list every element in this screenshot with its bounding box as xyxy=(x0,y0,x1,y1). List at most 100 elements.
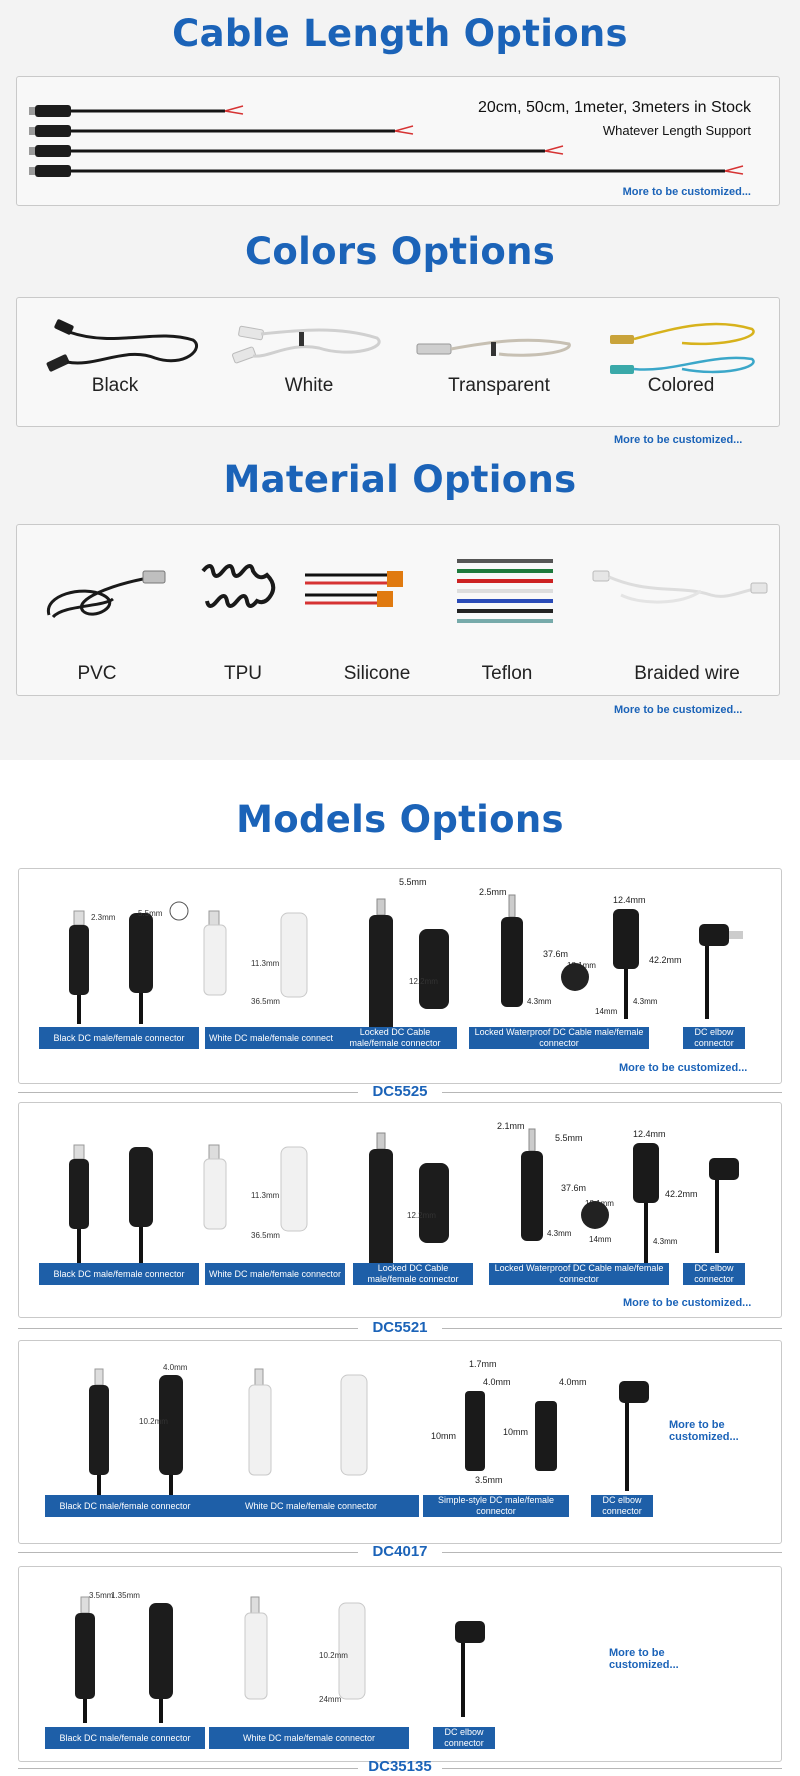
dc5521-more-link[interactable]: More to be customized... xyxy=(623,1297,752,1309)
dim-label: 2.1mm xyxy=(497,1121,525,1131)
colors-heading: Colors Options xyxy=(244,230,556,273)
divider xyxy=(442,1552,782,1553)
dc5521-connectors-icon xyxy=(69,1128,739,1269)
dim-label: 36.5mm xyxy=(251,997,280,1006)
dim-label: 18.1mm xyxy=(567,961,596,970)
tpu-spiral-cable-icon xyxy=(201,564,276,608)
dim-label: 42.2mm xyxy=(649,955,682,965)
material-label-braided: Braided wire xyxy=(634,663,740,684)
dim-label: 37.6m xyxy=(543,949,569,959)
material-label-teflon: Teflon xyxy=(481,663,533,684)
caption-locked-dc: Locked DC Cable male/female connector xyxy=(333,1027,457,1049)
dc4017-more-link[interactable]: More to be customized... xyxy=(669,1419,739,1443)
dim-label: 12.4mm xyxy=(613,895,646,905)
dim-label: 5.5mm xyxy=(138,909,163,918)
model-panel-dc35135: 3.5mm 1.35mm 10.2mm 24mm Black DC male/f… xyxy=(18,1566,782,1762)
dim-label: 36.5mm xyxy=(251,1231,280,1240)
braided-wire-icon xyxy=(592,570,768,604)
material-label-silicone: Silicone xyxy=(343,663,411,684)
dc-cable-lengths-icon xyxy=(29,105,744,177)
dc5525-more-link[interactable]: More to be customized... xyxy=(619,1062,748,1074)
dim-label: 4.3mm xyxy=(653,1237,678,1246)
color-label-black: Black xyxy=(91,375,139,396)
dc35135-more-link[interactable]: More to be customized... xyxy=(609,1647,679,1671)
model-panel-dc5521: 2.1mm 5.5mm 12.4mm 37.6m 42.2mm 18.1mm 4… xyxy=(18,1102,782,1318)
dim-label: 12.4mm xyxy=(633,1129,666,1139)
colored-wire-dc-cable-icon xyxy=(610,322,755,374)
model-name-dc5525: DC5525 xyxy=(372,1083,428,1100)
dim-label: 18.1mm xyxy=(585,1199,614,1208)
dim-label: 2.3mm xyxy=(91,913,116,922)
model-panel-dc4017: 1.7mm 4.0mm 4.0mm 10mm 10mm 3.5mm 4.0mm … xyxy=(18,1340,782,1544)
dim-label: 10.2mm xyxy=(319,1651,348,1660)
divider xyxy=(442,1092,782,1093)
divider xyxy=(18,1768,358,1769)
color-label-transparent: Transparent xyxy=(448,375,550,396)
dim-label: 4.0mm xyxy=(483,1377,511,1387)
dim-label: 14mm xyxy=(589,1235,612,1244)
material-label-pvc: PVC xyxy=(77,663,117,684)
caption-black-dc: Black DC male/female connector xyxy=(39,1263,199,1285)
caption-white-dc: White DC male/female connector xyxy=(205,1263,345,1285)
white-usb-dc-cable-icon xyxy=(232,325,381,364)
silicone-wires-icon xyxy=(305,571,403,607)
divider xyxy=(18,1552,358,1553)
dim-label: 5.5mm xyxy=(399,877,427,887)
black-usb-dc-cable-icon xyxy=(46,319,198,372)
dim-label: 4.3mm xyxy=(547,1229,572,1238)
dim-label: 1.7mm xyxy=(469,1359,497,1369)
cable-length-more-link[interactable]: More to be customized... xyxy=(622,186,751,198)
dc5525-connectors-icon xyxy=(69,894,743,1035)
dim-label: 4.3mm xyxy=(527,997,552,1006)
model-name-dc5521: DC5521 xyxy=(372,1319,428,1336)
color-label-colored: Colored xyxy=(647,375,715,396)
dim-label: 10mm xyxy=(503,1427,529,1437)
dim-label: 4.3mm xyxy=(633,997,658,1006)
caption-black-dc: Black DC male/female connector xyxy=(39,1027,199,1049)
cable-short xyxy=(29,105,244,117)
model-panel-dc5525: 2.3mm 5.5mm 11.3mm 36.5mm 5.5mm 12.2mm 2… xyxy=(18,868,782,1084)
material-label-tpu: TPU xyxy=(224,663,262,684)
caption-simple-dc: Simple-style DC male/female connector xyxy=(423,1495,569,1517)
colors-more-link[interactable]: More to be customized... xyxy=(614,434,743,446)
material-more-link[interactable]: More to be customized... xyxy=(614,704,743,716)
dim-label: 11.3mm xyxy=(251,1191,280,1200)
dim-label: 14mm xyxy=(595,1007,618,1016)
material-heading: Material Options xyxy=(223,458,577,501)
transparent-dc-cable-icon xyxy=(416,338,571,357)
divider xyxy=(442,1768,782,1769)
caption-elbow-dc: DC elbow connector xyxy=(683,1027,745,1049)
caption-black-dc: Black DC male/female connector xyxy=(45,1727,205,1749)
divider xyxy=(18,1092,358,1093)
caption-waterproof-dc: Locked Waterproof DC Cable male/female c… xyxy=(469,1027,649,1049)
caption-black-dc: Black DC male/female connector xyxy=(45,1495,205,1517)
dim-label: 37.6m xyxy=(561,1183,587,1193)
teflon-wires-icon xyxy=(457,559,553,623)
dim-label: 5.5mm xyxy=(555,1133,583,1143)
dim-label: 10mm xyxy=(431,1431,457,1441)
cable-length-panel: 20cm, 50cm, 1meter, 3meters in Stock Wha… xyxy=(16,76,780,206)
cable-length-heading: Cable Length Options xyxy=(172,12,628,55)
caption-elbow-dc: DC elbow connector xyxy=(683,1263,745,1285)
dc35135-connectors-icon xyxy=(75,1596,485,1723)
pvc-cable-icon xyxy=(47,570,166,619)
dim-label: 3.5mm xyxy=(89,1591,114,1600)
model-name-dc35135: DC35135 xyxy=(368,1758,432,1775)
dc4017-connectors-icon xyxy=(89,1368,649,1499)
caption-white-dc: White DC male/female connector xyxy=(203,1495,419,1517)
caption-locked-dc: Locked DC Cable male/female connector xyxy=(353,1263,473,1285)
caption-elbow-dc: DC elbow connector xyxy=(591,1495,653,1517)
color-label-white: White xyxy=(284,375,334,396)
caption-elbow-dc: DC elbow connector xyxy=(433,1727,495,1749)
length-support-text: Whatever Length Support xyxy=(602,123,751,138)
dim-label: 4.0mm xyxy=(163,1363,188,1372)
dim-label: 1.35mm xyxy=(111,1591,140,1600)
dim-label: 3.5mm xyxy=(475,1475,503,1485)
stock-lengths-text: 20cm, 50cm, 1meter, 3meters in Stock xyxy=(478,99,751,116)
dim-label: 24mm xyxy=(319,1695,342,1704)
caption-white-dc: White DC male/female connector xyxy=(205,1027,345,1049)
divider xyxy=(442,1328,782,1329)
dim-label: 12.2mm xyxy=(409,977,438,986)
material-panel: PVC TPU Silicone Teflon Braided wire xyxy=(16,524,780,696)
dim-label: 4.0mm xyxy=(559,1377,587,1387)
